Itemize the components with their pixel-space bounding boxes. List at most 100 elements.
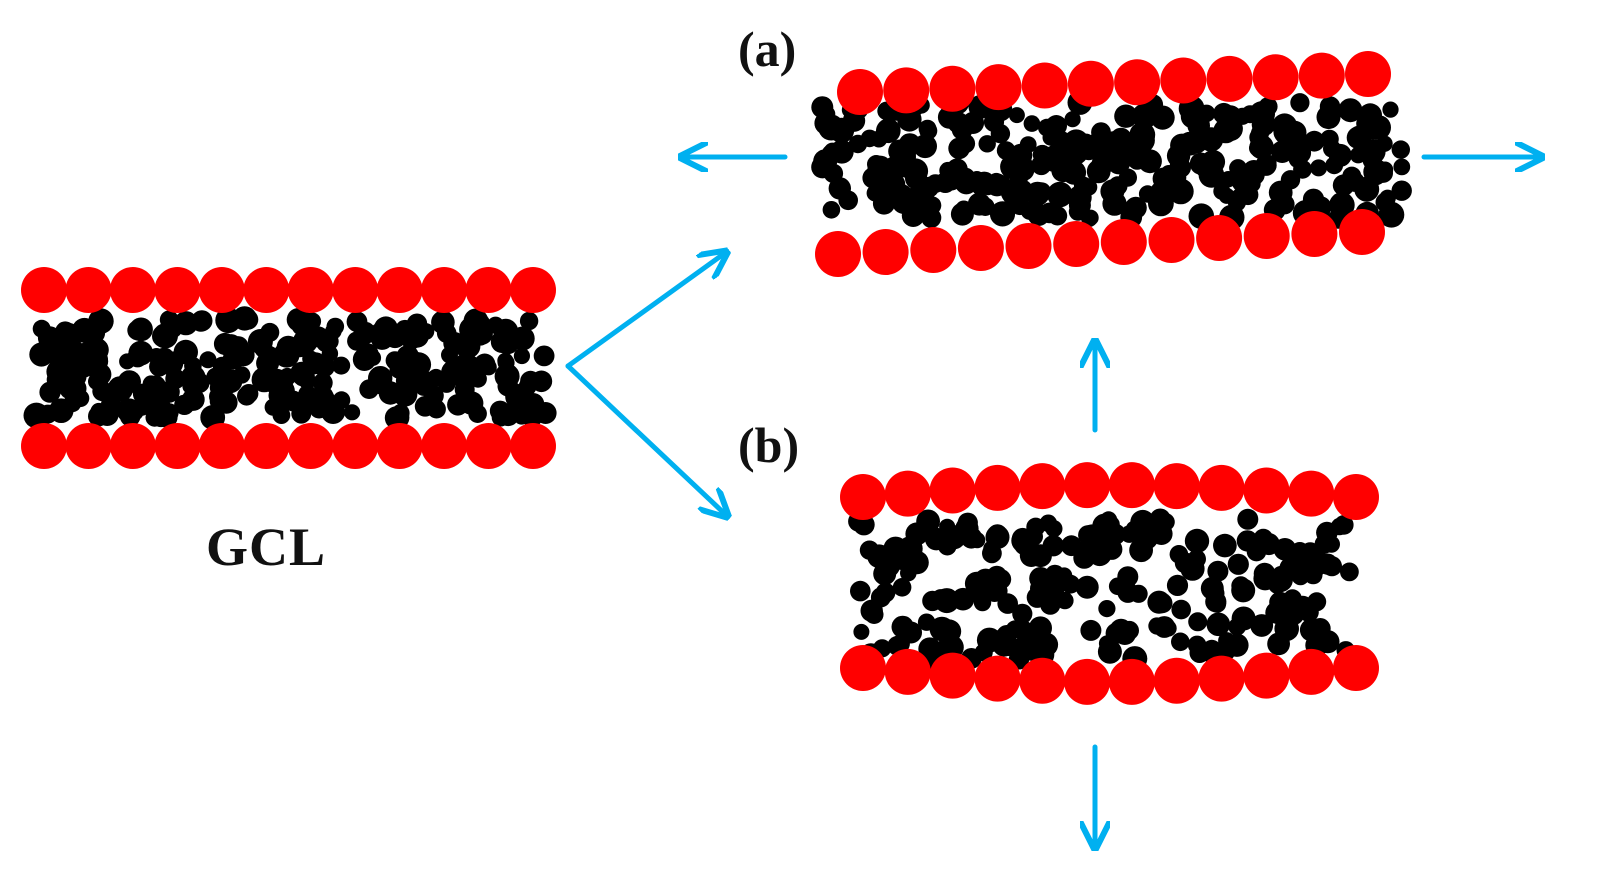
bentonite-particle: [392, 381, 418, 407]
bentonite-particle: [991, 569, 1012, 590]
bentonite-particle: [1152, 593, 1173, 614]
bentonite-particle: [269, 378, 295, 404]
bentonite-particle: [1039, 202, 1061, 224]
bentonite-particle: [98, 401, 120, 423]
geotextile-bottom-particle: [1019, 657, 1066, 704]
geotextile-bottom-particle: [1243, 652, 1290, 699]
geotextile-top-particle: [376, 267, 423, 313]
gcl-original-panel: [21, 267, 557, 469]
bentonite-particle: [46, 371, 64, 389]
bentonite-particle: [1130, 509, 1156, 535]
bentonite-particle: [970, 582, 993, 605]
bentonite-particle: [1250, 614, 1274, 637]
bentonite-particle: [117, 370, 141, 394]
arrow-gcl-to-a: [565, 253, 725, 369]
bentonite-particle: [921, 207, 942, 228]
bentonite-particle: [471, 328, 490, 346]
geotextile-bottom-particle: [1153, 657, 1200, 704]
bentonite-particle: [967, 192, 991, 216]
geotextile-bottom-particle: [1053, 221, 1100, 267]
bentonite-particle: [990, 124, 1011, 144]
bentonite-particle: [1210, 614, 1228, 631]
bentonite-particle: [1129, 121, 1156, 148]
geotextile-bottom-particle: [1243, 213, 1290, 259]
bentonite-particle: [818, 105, 836, 123]
bentonite-particle: [310, 395, 328, 413]
bentonite-particle: [951, 587, 975, 611]
geotextile-bottom-particle: [1108, 658, 1155, 705]
bentonite-particle: [1060, 159, 1083, 182]
bentonite-particle: [1174, 180, 1193, 199]
geotextile-top-particle: [1198, 464, 1245, 511]
bentonite-particle: [1393, 158, 1411, 176]
bentonite-particle: [1129, 538, 1153, 563]
bentonite-particle: [1073, 547, 1096, 569]
bentonite-particle: [1338, 98, 1363, 123]
bentonite-particle: [1188, 612, 1208, 632]
bentonite-particle: [1299, 618, 1323, 642]
bentonite-particle: [1091, 122, 1111, 143]
bentonite-particle: [276, 335, 300, 359]
bentonite-particle: [860, 129, 879, 148]
geotextile-bottom-particle: [862, 229, 909, 275]
bentonite-particle: [1375, 192, 1395, 212]
bentonite-particle: [1342, 166, 1362, 186]
bentonite-particle: [1349, 146, 1367, 164]
arrow-gcl-to-b: [565, 363, 726, 515]
geotextile-top-particle: [837, 69, 883, 115]
geotextile-top-particle: [1108, 462, 1155, 509]
bentonite-particle: [900, 621, 922, 644]
geotextile-bottom-particle: [21, 423, 67, 469]
bentonite-particle: [1307, 592, 1327, 612]
bentonite-particle: [1040, 594, 1061, 615]
bentonite-particle: [1045, 115, 1068, 137]
bentonite-particle: [1174, 552, 1196, 574]
geotextile-top-particle: [975, 64, 1022, 111]
bentonite-particle: [888, 546, 912, 570]
bentonite-particle: [1391, 180, 1412, 201]
bentonite-particle: [1014, 534, 1035, 556]
bentonite-particle: [1391, 140, 1411, 159]
arrows-group: [565, 157, 1540, 846]
geotextile-top-particle: [1064, 462, 1111, 509]
bentonite-particle: [978, 135, 996, 153]
bentonite-particle: [860, 599, 883, 622]
geotextile-top-particle: [109, 267, 156, 313]
bentonite-particle: [489, 400, 511, 422]
bentonite-particle: [63, 394, 82, 413]
bentonite-particle: [181, 388, 205, 411]
geotextile-top-particle: [1252, 54, 1299, 101]
bentonite-particle: [520, 401, 537, 419]
bentonite-particle: [173, 339, 198, 365]
bentonite-particle: [976, 627, 1002, 653]
bentonite-particle: [1023, 115, 1041, 132]
bentonite-particle: [1012, 603, 1033, 624]
bentonite-particle: [862, 167, 884, 189]
geotextile-bottom-particle: [815, 231, 861, 277]
bentonite-particle: [427, 368, 445, 387]
bentonite-particle: [1328, 143, 1352, 167]
bentonite-particle: [875, 582, 896, 603]
label-panel-b: (b): [738, 417, 800, 473]
bentonite-particle: [199, 351, 217, 369]
bentonite-particle: [260, 322, 280, 342]
bentonite-particle: [1018, 638, 1036, 657]
bentonite-particle: [987, 524, 1008, 545]
bentonite-particle: [1000, 182, 1022, 204]
geotextile-bottom-particle: [510, 423, 556, 469]
bentonite-particle: [209, 377, 230, 398]
geotextile-bottom-particle: [421, 423, 468, 469]
bentonite-particle: [1171, 599, 1191, 620]
geotextile-top-particle: [840, 474, 886, 520]
bentonite-particle: [987, 172, 1006, 191]
geotextile-top-particle: [21, 267, 67, 313]
bentonite-particle: [822, 201, 841, 219]
bentonite-particle: [373, 316, 398, 341]
bentonite-particle: [1047, 181, 1073, 208]
geotextile-top-particle: [1019, 463, 1066, 510]
bentonite-particle: [533, 345, 555, 367]
bentonite-particle: [119, 406, 141, 427]
geotextile-bottom-particle: [957, 225, 1004, 271]
geotextile-bottom-particle: [154, 423, 201, 469]
bentonite-particle: [344, 404, 361, 421]
